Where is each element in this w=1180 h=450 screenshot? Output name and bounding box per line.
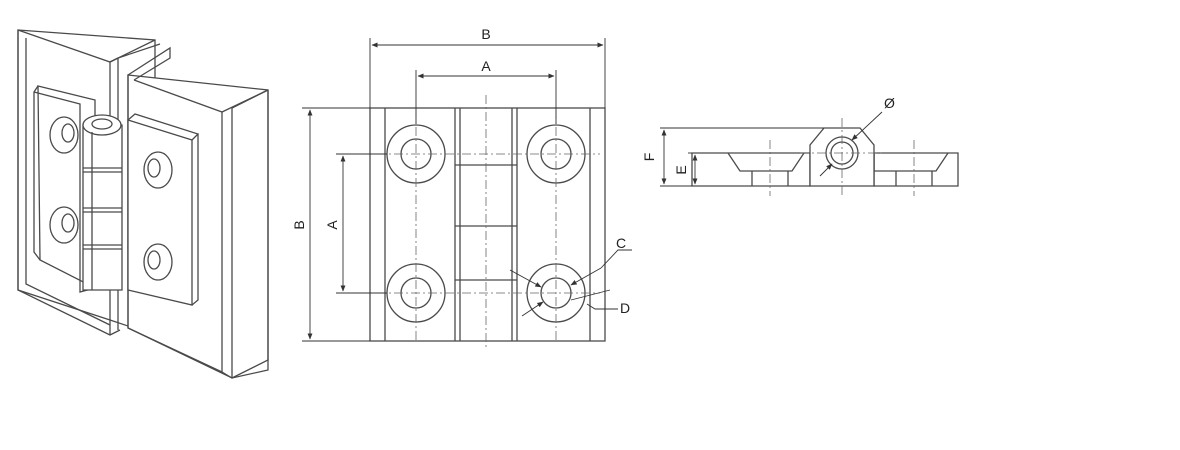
dim-label-hole-spacing-side: A [324,220,340,230]
side-view [660,111,959,196]
dim-label-pin-diameter: Ø [884,95,895,111]
dim-label-overall-thickness: F [641,153,657,162]
dim-label-leaf-thickness: E [673,165,689,174]
dim-label-countersink: C [616,235,626,251]
dim-label-hole: D [620,300,630,316]
dim-label-hole-spacing-top: A [481,58,491,74]
front-view [302,38,632,350]
isometric-hinge-view [17,29,269,379]
dim-label-width-top: B [481,26,490,42]
dim-label-height-side: B [291,220,307,229]
